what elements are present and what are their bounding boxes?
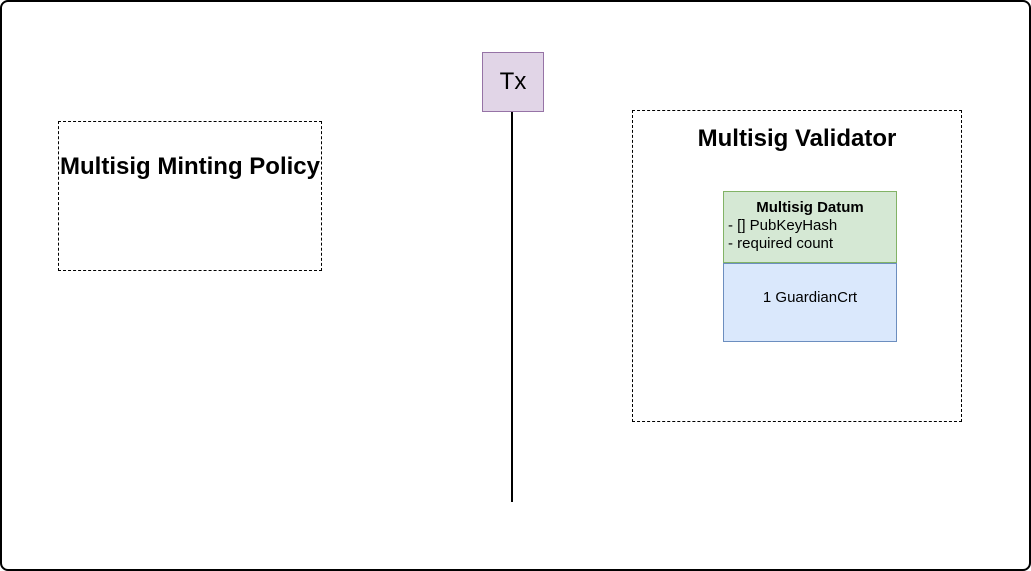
validator-box: Multisig Validator Multisig Datum - [] P… (632, 110, 962, 422)
tx-node-label: Tx (499, 68, 527, 95)
multisig-datum-title: Multisig Datum (756, 199, 864, 216)
tx-node: Tx (482, 52, 544, 112)
datum-field-pubkeyhash: - [] PubKeyHash (728, 217, 838, 234)
multisig-datum-box: Multisig Datum - [] PubKeyHash - require… (723, 191, 897, 263)
minting-policy-title: Multisig Minting Policy (60, 153, 320, 180)
tx-connector-line (511, 112, 513, 502)
validator-title: Multisig Validator (697, 125, 897, 152)
utxo-value-box: 1 GuardianCrt (723, 263, 897, 342)
utxo-value-label: 1 GuardianCrt (762, 289, 858, 306)
minting-policy-box: Multisig Minting Policy (58, 121, 322, 271)
datum-field-required-count: - required count (728, 235, 834, 252)
